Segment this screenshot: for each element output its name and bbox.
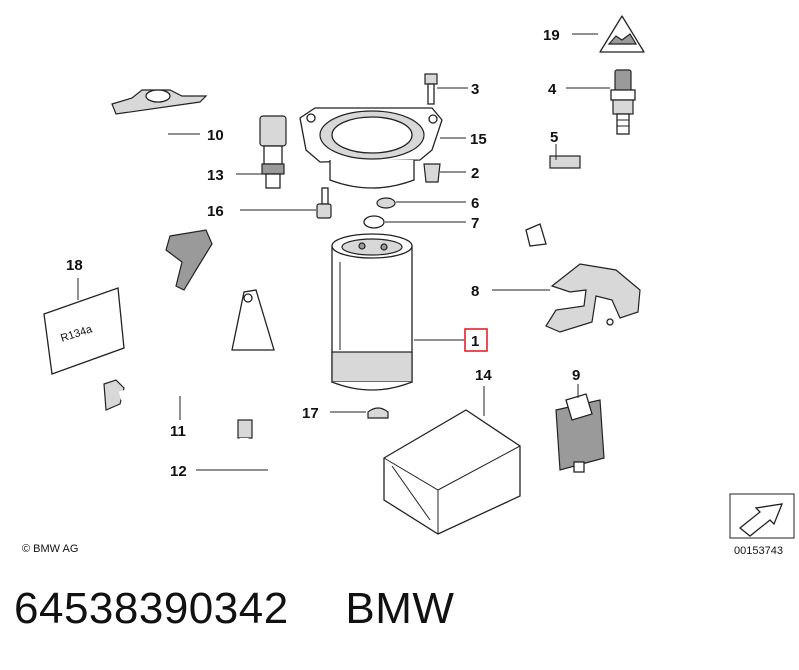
callout-7: 7 bbox=[471, 215, 479, 232]
callout-16: 16 bbox=[207, 203, 224, 220]
packaging-bag bbox=[383, 409, 521, 535]
part-number: 64538390342 bbox=[14, 584, 289, 633]
callout-1-highlight bbox=[464, 328, 488, 352]
pressure-switch bbox=[610, 69, 636, 135]
callout-15: 15 bbox=[470, 131, 487, 148]
copyright-text: © BMW AG bbox=[22, 543, 78, 555]
callout-14: 14 bbox=[475, 367, 492, 384]
callout-13: 13 bbox=[207, 167, 224, 184]
mounting-bracket bbox=[299, 107, 443, 189]
callout-18: 18 bbox=[66, 257, 83, 274]
callout-1: 1 bbox=[471, 333, 479, 350]
callout-2: 2 bbox=[471, 165, 479, 182]
callout-12: 12 bbox=[170, 463, 187, 480]
label-card: R134a bbox=[43, 287, 125, 375]
electrical-connector bbox=[555, 393, 605, 473]
callout-17: 17 bbox=[302, 405, 319, 422]
suction-hose bbox=[111, 89, 213, 291]
seal-ring bbox=[363, 215, 385, 229]
arrow-box-icon bbox=[729, 493, 795, 539]
callout-5: 5 bbox=[550, 129, 558, 146]
callout-8: 8 bbox=[471, 283, 479, 300]
callout-6: 6 bbox=[471, 195, 479, 212]
callout-10: 10 bbox=[207, 127, 224, 144]
warning-triangle-icon bbox=[599, 15, 645, 53]
screw bbox=[316, 187, 332, 219]
pressure-line bbox=[103, 289, 285, 411]
hose-clamp bbox=[525, 155, 598, 247]
callout-19: 19 bbox=[543, 27, 560, 44]
callout-11: 11 bbox=[170, 423, 186, 440]
cap bbox=[367, 407, 389, 419]
callout-3: 3 bbox=[471, 81, 479, 98]
receiver-dryer bbox=[331, 233, 413, 391]
brand-name: BMW bbox=[345, 584, 455, 633]
pipe-elbow bbox=[237, 419, 287, 486]
part-number-line: 64538390342 BMW bbox=[14, 584, 454, 634]
bolt bbox=[424, 73, 438, 105]
o-ring bbox=[376, 197, 396, 209]
clip-nut bbox=[423, 163, 441, 183]
valve-fitting bbox=[259, 115, 287, 189]
diagram-code: 00153743 bbox=[734, 545, 783, 557]
callout-4: 4 bbox=[548, 81, 557, 98]
dryer-bracket bbox=[545, 263, 641, 333]
callout-9: 9 bbox=[572, 367, 580, 384]
